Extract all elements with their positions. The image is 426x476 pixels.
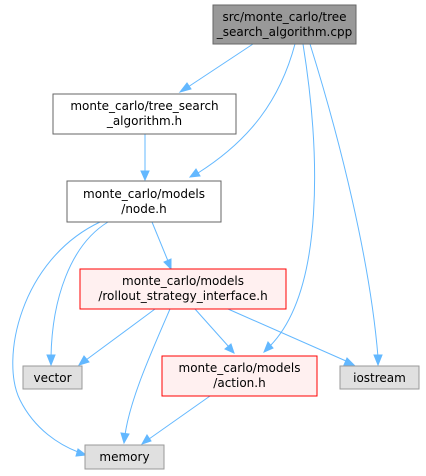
node-iostream[interactable]: iostream <box>339 365 420 390</box>
edge-arrow <box>343 357 356 366</box>
node-action-h[interactable]: monte_carlo/models /action.h <box>161 355 318 397</box>
node-label-line1: monte_carlo/models <box>83 187 205 201</box>
node-label-line2: _algorithm.h <box>106 114 182 128</box>
edge-root-to-iostream <box>309 43 379 358</box>
node-tree-search-algorithm-h[interactable]: monte_carlo/tree_search _algorithm.h <box>52 93 237 135</box>
node-label-line1: src/monte_carlo/tree <box>222 10 346 24</box>
node-box <box>84 444 165 470</box>
edge-root-to-tree-search-h <box>187 43 254 88</box>
node-label: vector <box>33 371 71 385</box>
edge-arrow <box>46 354 56 367</box>
edge-arrow <box>224 343 235 354</box>
node-box <box>212 4 357 45</box>
edge-root-to-node-h <box>197 43 296 174</box>
node-box <box>161 355 318 397</box>
node-box <box>52 93 237 135</box>
edge-arrow <box>75 448 88 457</box>
node-rollout-strategy-interface-h[interactable]: monte_carlo/models /rollout_strategy_int… <box>79 268 287 310</box>
node-box <box>22 365 83 390</box>
graph-edges <box>12 43 383 457</box>
node-memory[interactable]: memory <box>84 444 165 470</box>
node-box <box>66 180 222 223</box>
edge-rollout-h-to-action-h <box>194 308 230 348</box>
node-box <box>79 268 287 310</box>
edge-rollout-h-to-memory <box>124 308 171 436</box>
edge-node-h-to-memory <box>12 221 101 453</box>
node-label: iostream <box>353 371 406 385</box>
edge-node-h-to-rollout-h <box>151 221 169 262</box>
node-label-line2: /action.h <box>213 376 265 390</box>
edge-action-h-to-memory <box>148 395 211 440</box>
edge-root-to-action-h <box>269 43 316 347</box>
edge-arrow <box>373 354 383 367</box>
edge-node-h-to-vector <box>50 221 109 358</box>
node-label-line1: monte_carlo/tree_search <box>70 99 218 113</box>
node-label-line2: /rollout_strategy_interface.h <box>98 289 267 303</box>
edge-arrow <box>163 258 172 271</box>
edge-arrow <box>77 355 90 366</box>
edge-rollout-h-to-vector <box>85 308 156 361</box>
edge-arrow <box>140 434 152 445</box>
node-root-file[interactable]: src/monte_carlo/tree _search_algorithm.c… <box>212 4 357 45</box>
edge-arrow <box>120 432 130 445</box>
node-vector[interactable]: vector <box>22 365 83 390</box>
node-label-line2: _search_algorithm.cpp <box>216 25 352 39</box>
edge-arrow <box>140 170 150 182</box>
node-label-line2: /node.h <box>121 202 166 216</box>
edge-rollout-h-to-iostream <box>227 308 347 362</box>
node-label-line1: monte_carlo/models <box>179 361 301 375</box>
edge-arrow <box>263 341 274 353</box>
node-node-h[interactable]: monte_carlo/models /node.h <box>66 180 222 223</box>
node-label: memory <box>99 450 149 464</box>
node-label-line1: monte_carlo/models <box>122 274 244 288</box>
node-box <box>339 365 420 390</box>
edge-arrow <box>188 168 201 178</box>
edge-arrow <box>178 82 192 93</box>
